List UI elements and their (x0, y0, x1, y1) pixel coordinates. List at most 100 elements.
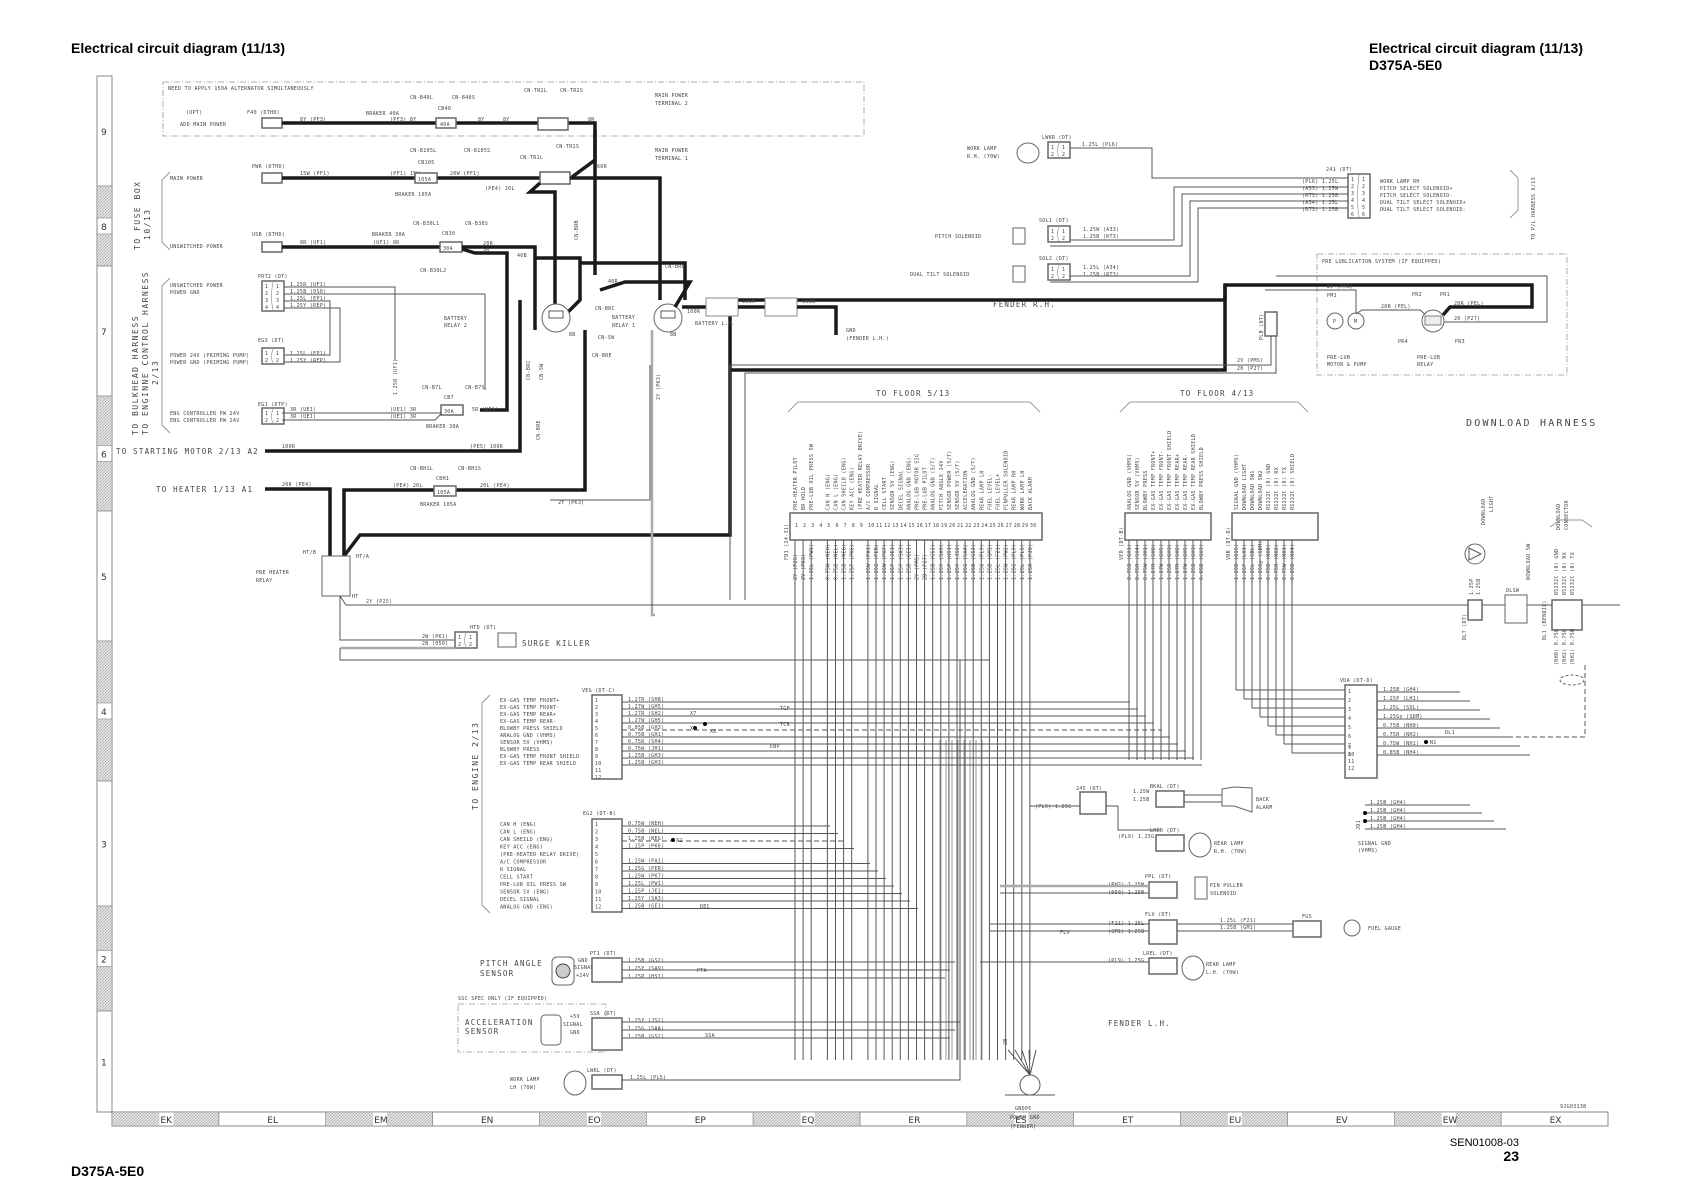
wire-label: 0.75B (NH0) (1266, 544, 1272, 580)
svg-text:1.25R (UF1): 1.25R (UF1) (290, 282, 326, 288)
svg-text:EBP: EBP (770, 744, 780, 750)
svg-text:8R (UF1): 8R (UF1) (300, 240, 326, 246)
pin-number: 2 (265, 291, 268, 297)
svg-text:2Y (PK3): 2Y (PK3) (558, 500, 584, 506)
svg-text:DL1: DL1 (1445, 730, 1455, 736)
svg-text:(NH0) 0.75B: (NH0) 0.75B (1554, 629, 1560, 665)
download-sw-label: DOWNLOAD SW (1526, 543, 1532, 580)
svg-text:100R: 100R (687, 309, 701, 315)
svg-text:CN-BRC: CN-BRC (526, 360, 532, 380)
pin-number: 1 (795, 523, 798, 529)
pin-number: 4 (265, 305, 268, 311)
wire-label: 1.25B (GH4) (1383, 687, 1419, 693)
column-label: EX (1550, 1116, 1562, 1126)
wire-label: 1.27W (GH5) (628, 718, 664, 724)
svg-text:20R (PE4): 20R (PE4) (282, 482, 312, 488)
wire-label: 1.25Gy (SDM) (1258, 540, 1264, 580)
wire-label: 2Y (PM5) (915, 554, 921, 580)
wire-label: 1.25B (GH4) (1370, 800, 1406, 806)
work-lamp-lh (563, 1070, 587, 1096)
dlt-label: DLT (DT) (1462, 614, 1468, 640)
eg1-connector (261, 407, 285, 425)
pin-number: 17 (925, 523, 932, 529)
wire-label: 1.25L (PW1) (628, 881, 664, 887)
pin-number: 6 (1362, 212, 1365, 218)
pin-number: 21 (957, 523, 964, 529)
svg-text:2Y (P25): 2Y (P25) (366, 599, 392, 605)
cn-tr1l-label: CN-TR1L (520, 155, 543, 161)
model-name-header: D375A-5E0 (1369, 57, 1443, 73)
wire-label: 1.25Y (SA9) (939, 544, 945, 580)
pin-number: 3 (811, 523, 814, 529)
pin-number: 26 (998, 523, 1005, 529)
cn-tr1s-label: CN-TR1S (556, 144, 579, 150)
battery-lh-2 (764, 297, 798, 317)
pin-function: RS232C (0) RX (1274, 467, 1280, 510)
pin-number: 5 (827, 523, 830, 529)
wire-label: (A33) 1.25W (1302, 186, 1339, 192)
wire-label: 1.25R (PJ8) (1028, 544, 1034, 580)
svg-text:+5V: +5V (570, 1014, 580, 1020)
pin-number: 22 (965, 523, 972, 529)
svg-text:1.25B (0S0): 1.25B (0S0) (290, 289, 326, 295)
pin-function: EX-GAS TEMP REAR- (1183, 454, 1189, 510)
wire-label: 1.25B (GH4) (1370, 824, 1406, 830)
row-label: 2 (101, 956, 107, 966)
cn-brc-label: CN-BRC (595, 306, 615, 312)
pin-number: 8 (852, 523, 855, 529)
vda-label: VDA (DT-D) (1340, 678, 1373, 684)
pin-function: ANALOG GND (S/T) (971, 457, 977, 510)
svg-text:RELAY 1: RELAY 1 (612, 323, 635, 329)
splice-dot (693, 726, 697, 730)
pin-number: 2 (1062, 274, 1065, 280)
battery-section: BATTERY RELAY 2 8B CN-BRC BATTERY RELAY … (444, 264, 889, 617)
wire-label: 1.25B (GE1) (906, 544, 912, 580)
wire-label: 8Y (478, 117, 485, 123)
eg1-label: EG1 (DTP) (258, 402, 288, 408)
wire-label: 1.25B (GE1) (628, 904, 664, 910)
svg-text:DEC: DEC (700, 904, 710, 910)
rear-lamp-rh-label: REAR LAMP (1214, 841, 1244, 847)
pr2-label: PR2 (1412, 292, 1422, 298)
pin-function: BLOWBY PRESS SHIELD (500, 726, 563, 732)
svg-text:2/13: 2/13 (151, 360, 160, 385)
svg-text:20 (P27): 20 (P27) (1454, 316, 1480, 322)
svg-text:RELAY: RELAY (256, 578, 273, 584)
pitch-solenoid (1012, 227, 1026, 245)
column-label: EQ (802, 1116, 815, 1126)
dl1-label: DL1 (BENDIX) (1542, 600, 1548, 640)
pin-number: 4 (1351, 198, 1354, 204)
page-title-right: Electrical circuit diagram (11/13) (1369, 40, 1583, 56)
ved-label: VED (DT-B) (1119, 527, 1125, 560)
pin-number: 4 (1348, 716, 1351, 722)
svg-text:1.25L (PL6): 1.25L (PL6) (1082, 142, 1118, 148)
svg-text:40B: 40B (517, 253, 527, 259)
row-hatch (96, 395, 113, 446)
fuse-box-section: TO FUSE BOX 10/13 MAIN POWER PWR (DTHD) … (133, 130, 688, 412)
wire-label: 0.75W (NH1) (1383, 741, 1419, 747)
to-floor-4-label: TO FLOOR 4/13 (1180, 389, 1254, 398)
col-label-bg (159, 1112, 174, 1126)
pin-function: EX-GAS TEMP FRONT+ (500, 698, 560, 704)
pin-number: 9 (860, 523, 863, 529)
svg-text:105A: 105A (437, 490, 450, 496)
pin-function: WORK LAMP LH (1020, 470, 1026, 510)
pin-number: 1 (276, 284, 279, 290)
row-hatch (96, 461, 113, 512)
wire-label: 0.75W (NEH) (628, 821, 664, 827)
pin-number: 4 (595, 845, 598, 851)
pin-number: 1 (276, 351, 279, 357)
svg-text:RELAY: RELAY (1417, 362, 1434, 368)
pin-function: FUEL LEVEL+ (996, 474, 1002, 510)
pin-number: 1 (265, 351, 268, 357)
accel-sensor (540, 1014, 562, 1046)
pin-number: 2 (1051, 236, 1054, 242)
gnd05-ground (1019, 1074, 1041, 1096)
dlsw-label: DLSW (1506, 588, 1520, 594)
svg-text:SIGNAL: SIGNAL (574, 965, 594, 971)
svg-text:CN-BRE: CN-BRE (536, 420, 542, 440)
wire-label: 1.25B (G15) (1234, 544, 1240, 580)
pin-function: PRE-LUB PILOT (923, 467, 929, 510)
wire-label: 0.75B (NEL) (834, 544, 840, 580)
pin-number: 25 (989, 523, 996, 529)
